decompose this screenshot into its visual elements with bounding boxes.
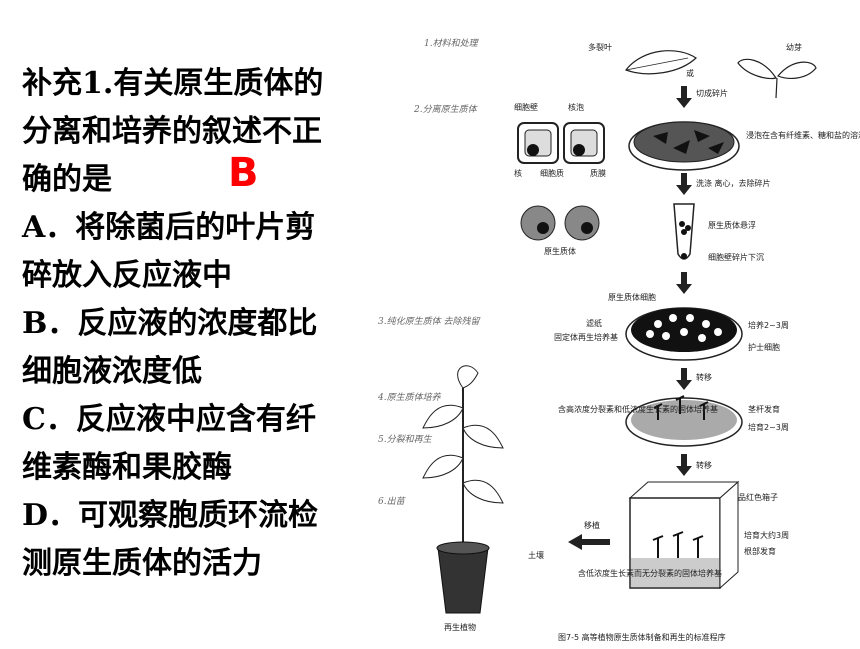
transfer-1-label: 转移	[696, 372, 712, 382]
magenta-box-icon	[628, 480, 740, 590]
option-a-line-2: 碎放入反应液中	[22, 258, 232, 293]
cell-diagram	[517, 122, 605, 164]
filter-label: 滤纸	[586, 318, 602, 328]
culture-weeks-label: 培养2~3周	[748, 320, 789, 330]
high-medium-label: 含高浓度分裂素和低浓度生长素的固体培养基	[558, 404, 718, 414]
box-label: 品红色箱子	[738, 492, 778, 502]
option-a-line-1: A．将除菌后的叶片剪	[22, 210, 316, 245]
arrow-down-icon	[676, 380, 692, 390]
centrifuge-tube-icon	[673, 203, 695, 260]
wash-label: 洗涤 离心，去除碎片	[696, 178, 771, 188]
soak-label: 浸泡在含有纤维素、糖和盐的溶液中	[746, 130, 860, 140]
culture-dish-icon	[625, 307, 743, 361]
low-medium-label: 含低浓度生长素而无分裂素的固体培养基	[578, 568, 722, 578]
arrow-down-icon	[676, 98, 692, 108]
handwritten-note-5: 5.分裂和再生	[378, 434, 433, 445]
cytoplasm-label: 细胞质	[540, 168, 564, 178]
option-d-line-2: 测原生质体的活力	[22, 546, 262, 581]
debris-label: 细胞壁碎片下沉	[708, 252, 764, 262]
nucleus-label: 核	[514, 168, 522, 178]
question-line-2: 分离和培养的叙述不正	[22, 114, 322, 149]
protoplast-diagram: 多裂叶 或 幼芽 切成碎片 细胞壁 核泡 核 细胞质 质膜 浸泡在含有纤维素、糖…	[368, 28, 860, 645]
protoplast-label: 原生质体	[544, 246, 576, 256]
vacuole-label: 核泡	[568, 102, 584, 112]
option-c-line-1: C．反应液中应含有纤	[22, 402, 316, 437]
option-b-line-1: B．反应液的浓度都比	[22, 306, 318, 341]
stem-label: 茎杆发育	[748, 404, 780, 414]
cut-label: 切成碎片	[696, 88, 728, 98]
culture-2-label: 培育2~3周	[748, 422, 789, 432]
root-label: 根部发育	[744, 546, 776, 556]
arrow-left-icon	[568, 534, 582, 550]
question-line-3: 确的是	[22, 162, 112, 197]
figure-caption: 图7-5 高等植物原生质体制备和再生的标准程序	[558, 632, 726, 642]
soil-label: 土壤	[528, 550, 544, 560]
question-text: 补充1.有关原生质体的 分离和培养的叙述不正 确的是 A．将除菌后的叶片剪 碎放…	[22, 60, 392, 588]
handwritten-note-1: 1.材料和处理	[424, 38, 480, 49]
protoplast-cell-label: 原生质体细胞	[608, 292, 656, 302]
transplant-label: 移植	[584, 520, 600, 530]
regenerated-plant-label: 再生植物	[444, 622, 476, 632]
solid-medium-label: 固定体再生培养基	[554, 332, 618, 342]
transfer-2-label: 转移	[696, 460, 712, 470]
arrow-down-icon	[676, 185, 692, 195]
seedling-label: 幼芽	[786, 42, 802, 52]
arrow-down-icon	[676, 284, 692, 294]
leaf-label: 多裂叶	[588, 42, 612, 52]
answer-mark: B	[228, 150, 259, 196]
question-line-1: 补充1.有关原生质体的	[22, 66, 324, 101]
cell-wall-label: 细胞壁	[514, 102, 538, 112]
or-label: 或	[686, 68, 694, 78]
culture-3-label: 培育大约3周	[744, 530, 789, 540]
handwritten-note-4: 4.原生质体培养	[377, 392, 442, 403]
suspension-label: 原生质体悬浮	[708, 220, 756, 230]
option-c-line-2: 维素酶和果胶酶	[22, 450, 232, 485]
seedling-icon	[737, 58, 817, 99]
handwritten-note-2: 2.分离原生质体	[413, 104, 479, 115]
option-d-line-1: D．可观察胞质环流检	[22, 498, 319, 533]
nurse-cells-label: 护士细胞	[748, 342, 780, 352]
option-b-line-2: 细胞液浓度低	[22, 354, 202, 389]
membrane-label: 质膜	[590, 168, 606, 178]
leaf-icon	[625, 50, 697, 75]
regenerated-plant-icon	[422, 365, 504, 614]
arrow-down-icon	[676, 466, 692, 476]
protoplast-icon	[520, 205, 600, 241]
shoot-dish-icon	[625, 395, 743, 447]
handwritten-note-3: 3.纯化原生质体 去除残留	[378, 316, 481, 327]
handwritten-note-6: 6.出苗	[378, 496, 407, 507]
petri-dish-icon	[628, 121, 740, 171]
